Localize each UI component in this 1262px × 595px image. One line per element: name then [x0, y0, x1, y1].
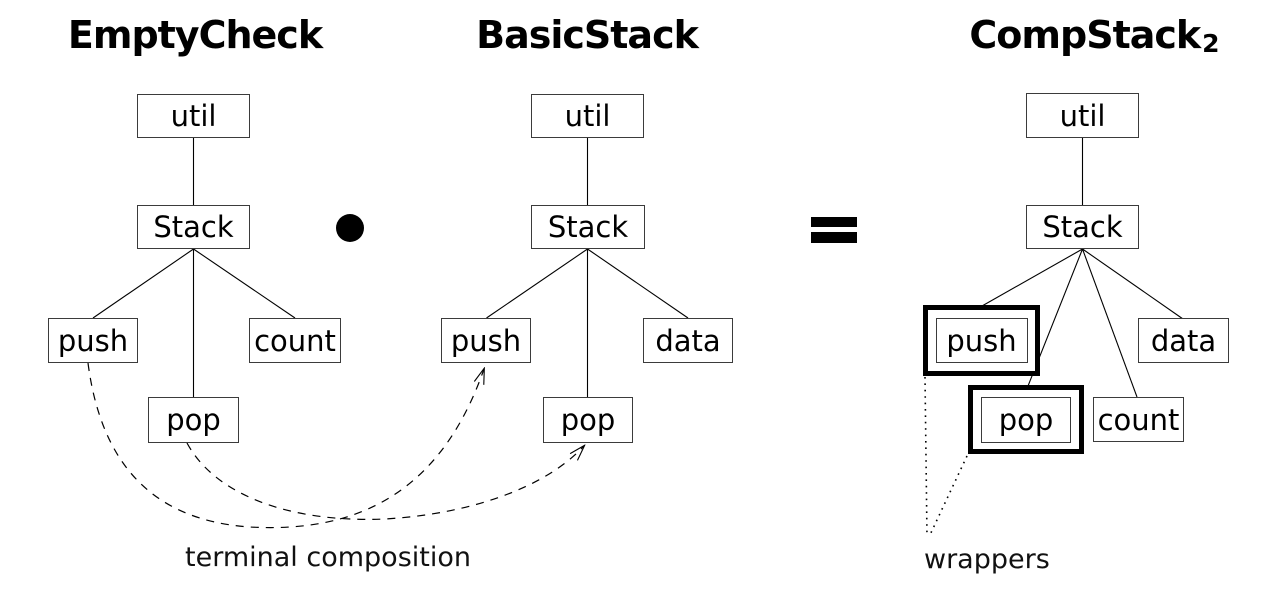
- wrappers-label: wrappers: [924, 544, 1050, 575]
- compstack-node-stack: Stack: [1026, 205, 1139, 249]
- terminal-composition-arrow-pop: [186, 442, 584, 520]
- compstack-node-count: count: [1093, 397, 1184, 442]
- basicstack-node-util: util: [531, 94, 644, 138]
- basicstack-node-pop: pop: [543, 397, 633, 443]
- composition-dot-icon: [336, 214, 364, 242]
- basicstack-edges: [486, 138, 689, 397]
- compstack-node-util: util: [1026, 93, 1139, 138]
- panel-title-compstack-text: CompStack: [969, 13, 1201, 57]
- wrappers-pointer-line-push: [924, 376, 928, 538]
- panel-title-emptycheck-text: EmptyCheck: [67, 13, 323, 57]
- panel-title-compstack-subscript: 2: [1202, 29, 1219, 58]
- basicstack-node-push: push: [441, 318, 531, 363]
- emptycheck-edges: [92, 138, 296, 397]
- panel-title-emptycheck: EmptyCheck: [45, 13, 345, 57]
- compstack-wrapper-push: push: [923, 305, 1040, 376]
- basicstack-node-stack: Stack: [531, 205, 645, 249]
- wrappers-pointer-line-pop: [928, 455, 968, 538]
- compstack-node-push: push: [935, 318, 1028, 363]
- compstack-wrapper-pop: pop: [968, 385, 1084, 454]
- compstack-edges: [981, 138, 1184, 398]
- equals-icon: [811, 217, 857, 243]
- compstack-node-pop: pop: [981, 396, 1071, 443]
- compstack-node-data: data: [1138, 318, 1229, 363]
- basicstack-node-data: data: [643, 318, 733, 363]
- emptycheck-node-count: count: [249, 318, 341, 363]
- emptycheck-node-push: push: [48, 318, 138, 363]
- panel-title-compstack: CompStack 2: [944, 13, 1244, 57]
- terminal-composition-label: terminal composition: [185, 542, 471, 573]
- emptycheck-node-util: util: [137, 94, 250, 138]
- emptycheck-node-stack: Stack: [137, 205, 250, 249]
- terminal-composition-arrow-push: [87, 362, 484, 529]
- emptycheck-node-pop: pop: [148, 397, 239, 443]
- panel-title-basicstack-text: BasicStack: [476, 13, 699, 57]
- panel-title-basicstack: BasicStack: [437, 13, 737, 57]
